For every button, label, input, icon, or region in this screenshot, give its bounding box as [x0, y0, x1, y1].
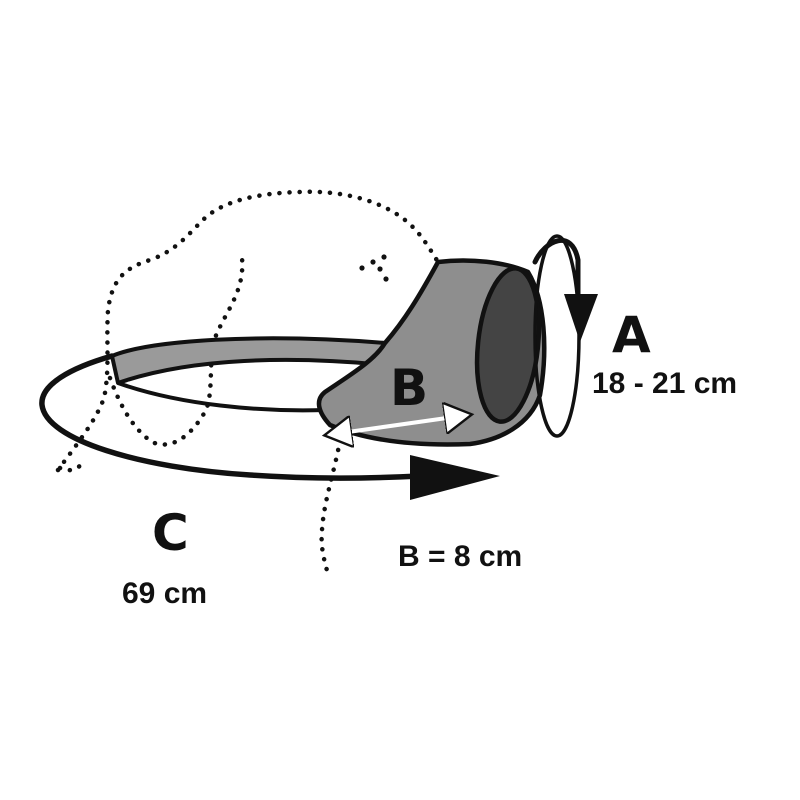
muzzle-opening: [474, 266, 542, 424]
label-b-letter: B: [390, 359, 428, 417]
head-strap-back: [117, 381, 326, 413]
arrow-a-head: [564, 294, 598, 342]
arrow-b: [348, 415, 468, 432]
arrow-c-head: [410, 455, 500, 500]
arrow-a: [532, 238, 581, 303]
dog-head-outline: [55, 189, 441, 578]
arrow-c: [39, 353, 423, 481]
dog-nose-dots: [359, 254, 389, 282]
label-a-measure: 18 - 21 cm: [592, 367, 737, 400]
label-a-letter: A: [612, 306, 651, 364]
label-c-measure: 69 cm: [122, 577, 207, 610]
label-c-letter: C: [152, 504, 189, 562]
label-b-measure: B = 8 cm: [398, 540, 522, 573]
